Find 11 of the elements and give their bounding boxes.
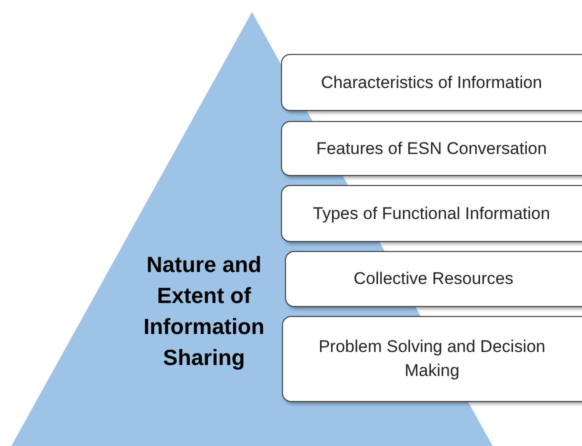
level-box (281, 54, 582, 111)
level-label: Types of Functional Information (312, 202, 550, 224)
level-label: Collective Resources (354, 268, 514, 290)
level-box (282, 316, 582, 402)
level-box (285, 251, 582, 307)
pyramid-label: Nature and Extent of Information Sharing (142, 251, 266, 372)
level-label: Features of ESN Conversation (316, 138, 547, 160)
level-label: Problem Solving and Decision Making (318, 336, 546, 382)
level-box (281, 185, 582, 242)
level-box (281, 121, 582, 176)
level-label: Characteristics of Information (320, 72, 542, 94)
